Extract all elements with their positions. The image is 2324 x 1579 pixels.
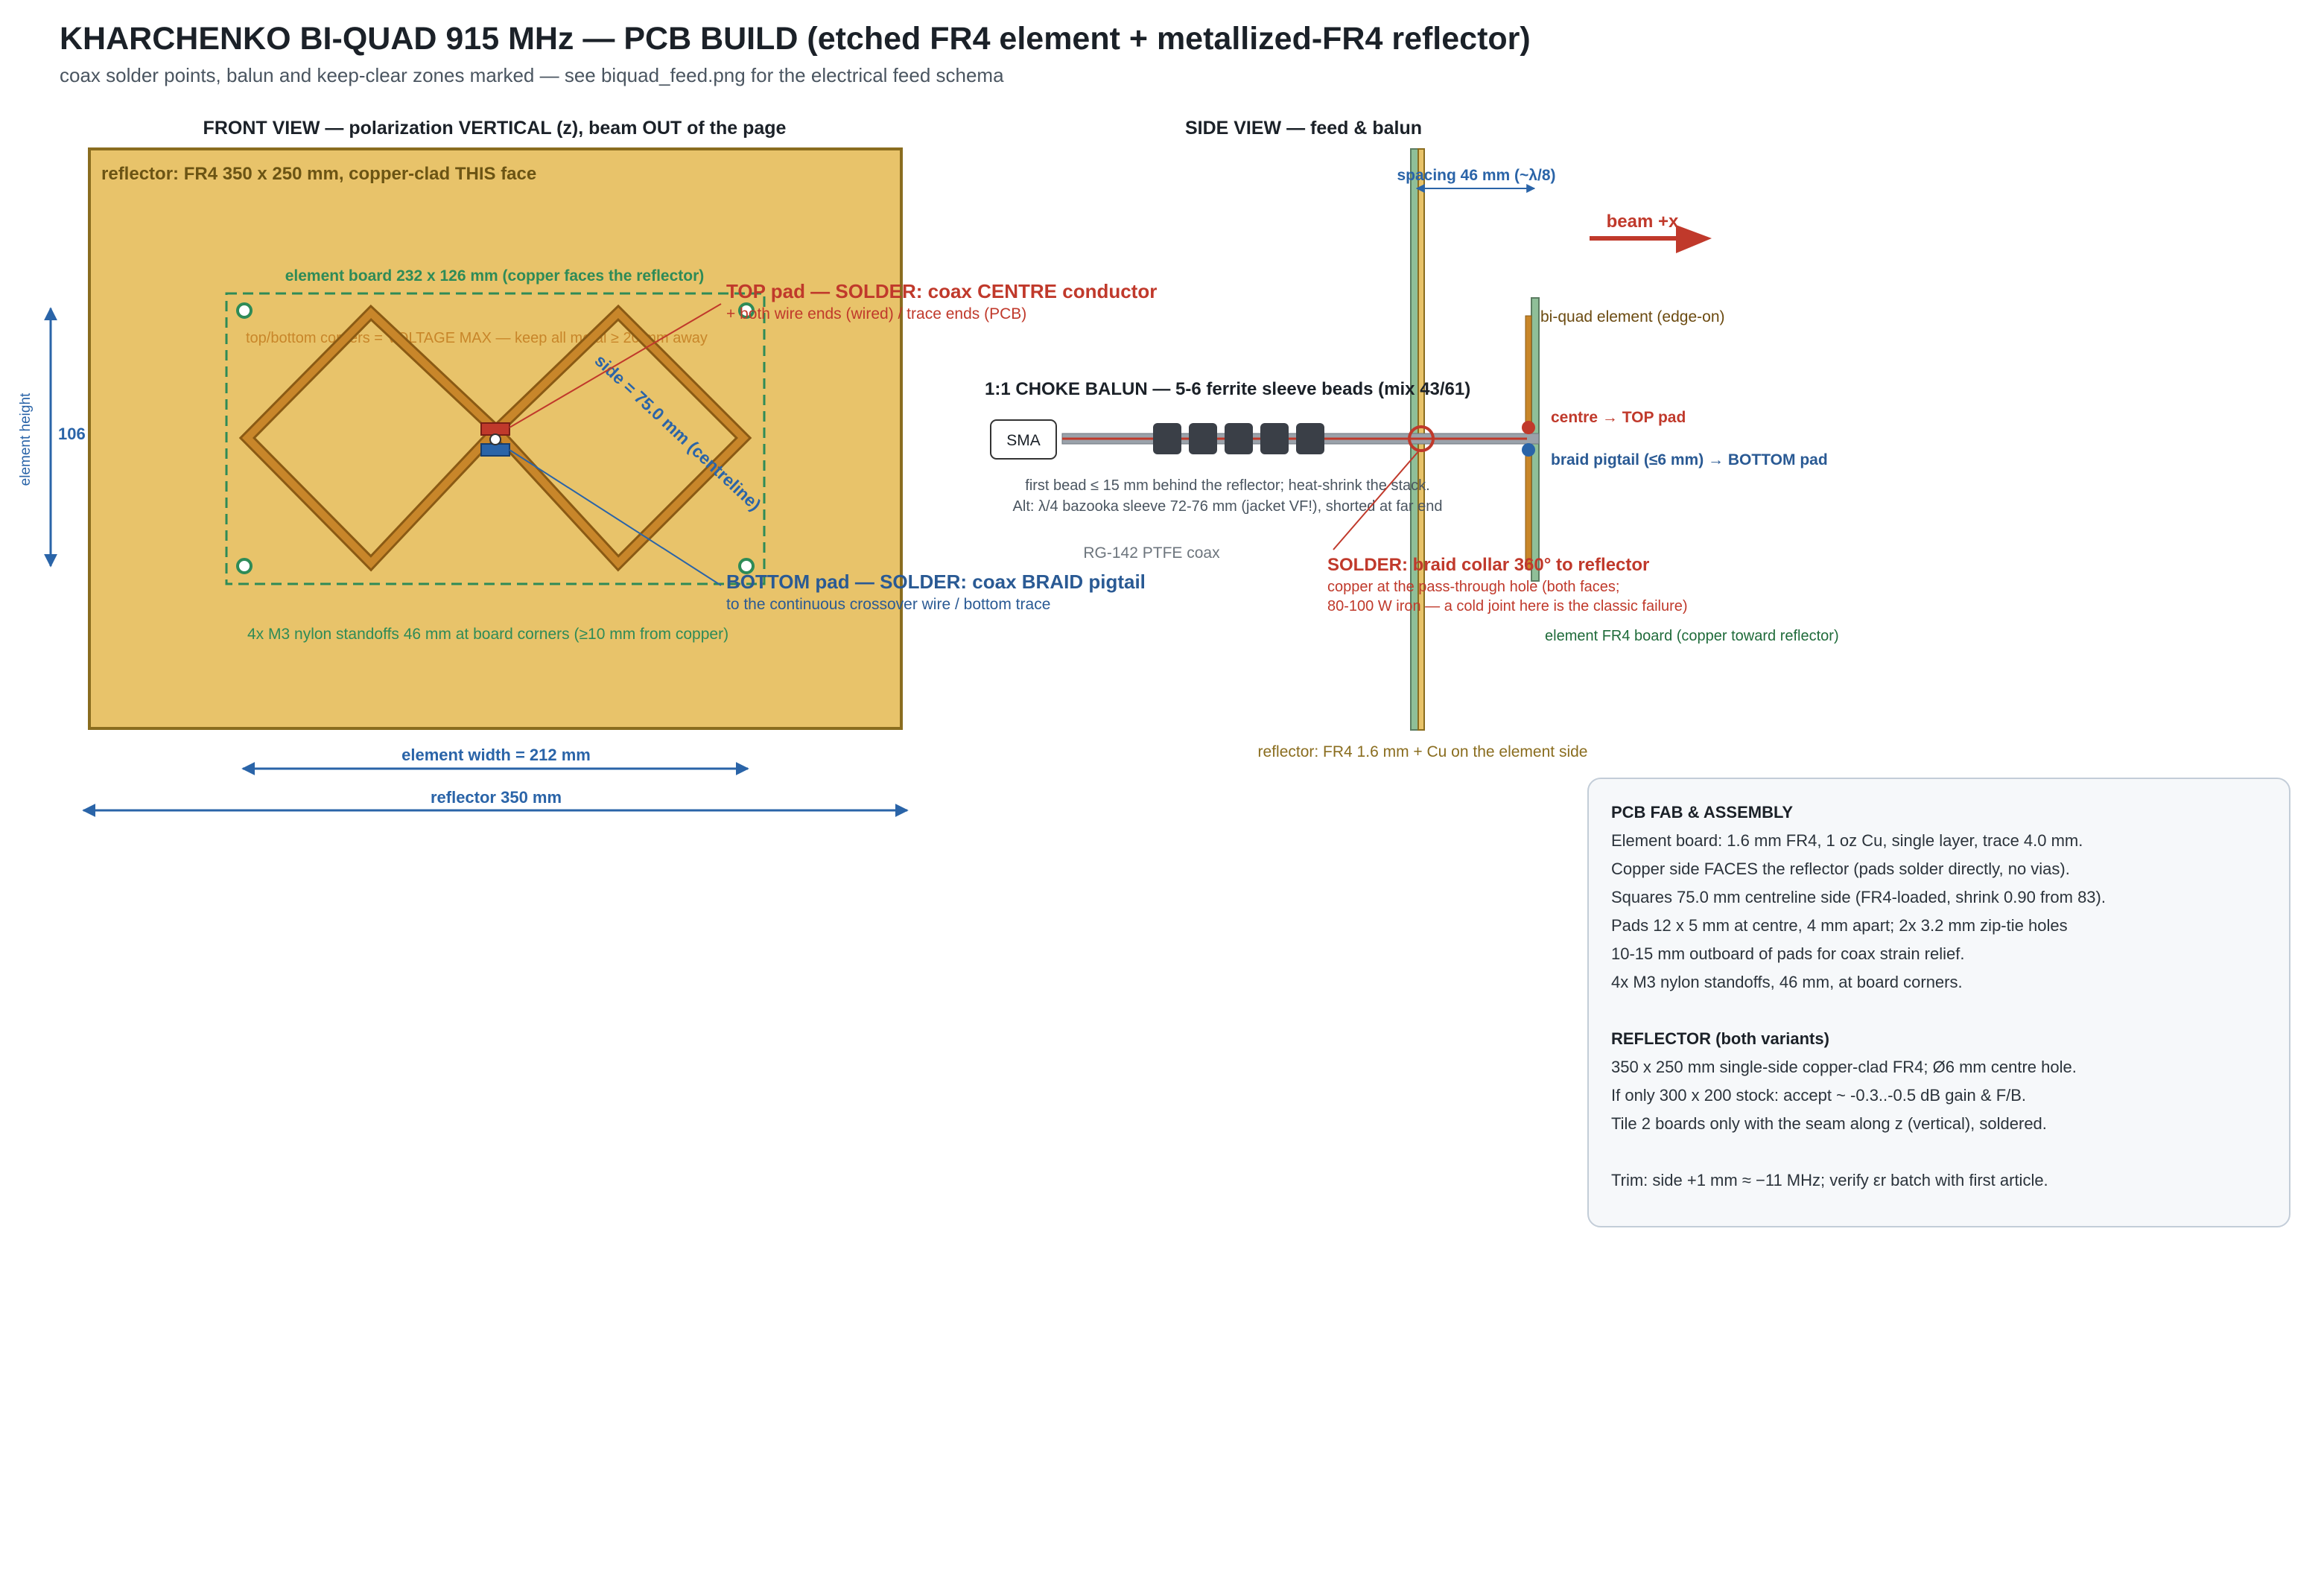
page-subtitle: coax solder points, balun and keep-clear…: [60, 64, 1004, 86]
solder-collar-note-2: 80-100 W iron — a cold joint here is the…: [1327, 598, 1688, 614]
bazooka-alt-note: Alt: λ/4 bazooka sleeve 72-76 mm (jacket…: [1013, 498, 1443, 515]
front-view-heading: FRONT VIEW — polarization VERTICAL (z), …: [203, 118, 787, 139]
biquad-element: [238, 304, 752, 572]
ferrite-bead: [1296, 423, 1324, 454]
standoff-hole: [236, 558, 253, 574]
fab-note: 10-15 mm outboard of pads for coax strai…: [1611, 944, 1965, 963]
standoff-hole: [738, 302, 755, 319]
centre-feed-point: [1522, 421, 1535, 434]
top-pad: [480, 422, 510, 436]
reflector-heading: REFLECTOR (both variants): [1611, 1029, 1829, 1048]
element-height-value: 106: [58, 425, 86, 443]
feed-hole: [489, 433, 501, 445]
side-view-heading: SIDE VIEW — feed & balun: [1185, 118, 1422, 139]
page-title: KHARCHENKO BI-QUAD 915 MHz — PCB BUILD (…: [60, 21, 1531, 57]
bottom-pad-title: BOTTOM pad — SOLDER: coax BRAID pigtail: [726, 571, 1146, 593]
notes-panel: PCB FAB & ASSEMBLY Element board: 1.6 mm…: [1587, 778, 2290, 1227]
fab-note: 4x M3 nylon standoffs, 46 mm, at board c…: [1611, 973, 1963, 991]
spacing-label: spacing 46 mm (~λ/8): [1397, 167, 1555, 184]
fab-note: Squares 75.0 mm centreline side (FR4-loa…: [1611, 888, 2106, 906]
top-pad-title: TOP pad — SOLDER: coax CENTRE conductor: [726, 280, 1157, 302]
sma-connector: [990, 419, 1057, 460]
coax-type-label: RG-142 PTFE coax: [1083, 544, 1220, 562]
top-pad-subtitle: + both wire ends (wired) / trace ends (P…: [726, 305, 1026, 323]
ferrite-bead: [1225, 423, 1253, 454]
beam-label: beam +x: [1607, 212, 1679, 232]
element-board-side-label: element FR4 board (copper toward reflect…: [1545, 628, 1839, 644]
top-pad-leader: [509, 303, 722, 428]
biquad-edge-label: bi-quad element (edge-on): [1540, 308, 1725, 325]
bottom-pad-subtitle: to the continuous crossover wire / botto…: [726, 596, 1050, 613]
standoff-hole: [738, 558, 755, 574]
solder-collar-note-1: copper at the pass-through hole (both fa…: [1327, 579, 1619, 595]
beam-arrow-head: [1676, 225, 1712, 253]
bottom-pad-leader: [509, 449, 722, 586]
element-board-label: element board 232 x 126 mm (copper faces…: [285, 267, 705, 285]
sma-label: SMA: [1006, 432, 1041, 449]
braid-feed-point: [1522, 443, 1535, 457]
centre-conductor-label: centre → TOP pad: [1551, 409, 1686, 426]
balun-title: 1:1 CHOKE BALUN — 5-6 ferrite sleeve bea…: [985, 379, 1470, 399]
reflector-plate: [88, 147, 903, 730]
solder-collar-title: SOLDER: braid collar 360° to reflector: [1327, 555, 1649, 575]
notes-spacer: [1611, 997, 2267, 1025]
right-square-trace: [491, 307, 749, 569]
element-width-label: element width = 212 mm: [401, 746, 591, 764]
ferrite-bead: [1153, 423, 1181, 454]
fab-note: Pads 12 x 5 mm at centre, 4 mm apart; 2x…: [1611, 916, 2068, 935]
fab-note: Element board: 1.6 mm FR4, 1 oz Cu, sing…: [1611, 831, 2083, 850]
standoffs-note: 4x M3 nylon standoffs 46 mm at board cor…: [247, 626, 728, 643]
fab-heading: PCB FAB & ASSEMBLY: [1611, 803, 1794, 822]
reflector-note: Tile 2 boards only with the seam along z…: [1611, 1114, 2047, 1133]
trim-note: Trim: side +1 mm ≈ −11 MHz; verify εr ba…: [1611, 1171, 2048, 1189]
ferrite-bead: [1189, 423, 1217, 454]
bottom-pad: [480, 443, 510, 457]
left-square-trace: [241, 308, 502, 569]
bead-placement-note: first bead ≤ 15 mm behind the reflector;…: [1025, 477, 1429, 494]
element-board-outline: [225, 292, 766, 585]
standoff-hole: [236, 302, 253, 319]
reflector-label: reflector: FR4 350 x 250 mm, copper-clad…: [101, 164, 536, 184]
reflector-width-label: reflector 350 mm: [431, 788, 562, 807]
notes-spacer: [1611, 1138, 2267, 1166]
fab-note: Copper side FACES the reflector (pads so…: [1611, 860, 2070, 878]
braid-solder-collar: [1408, 425, 1435, 452]
reflector-side-label: reflector: FR4 1.6 mm + Cu on the elemen…: [1258, 743, 1588, 760]
reflector-note: If only 300 x 200 stock: accept ~ -0.3..…: [1611, 1086, 2027, 1105]
reflector-note: 350 x 250 mm single-side copper-clad FR4…: [1611, 1058, 2077, 1076]
solder-collar-leader: [1333, 449, 1420, 550]
element-height-label: element height: [18, 393, 34, 486]
braid-pigtail-label: braid pigtail (≤6 mm) → BOTTOM pad: [1551, 451, 1828, 468]
ferrite-bead: [1260, 423, 1289, 454]
